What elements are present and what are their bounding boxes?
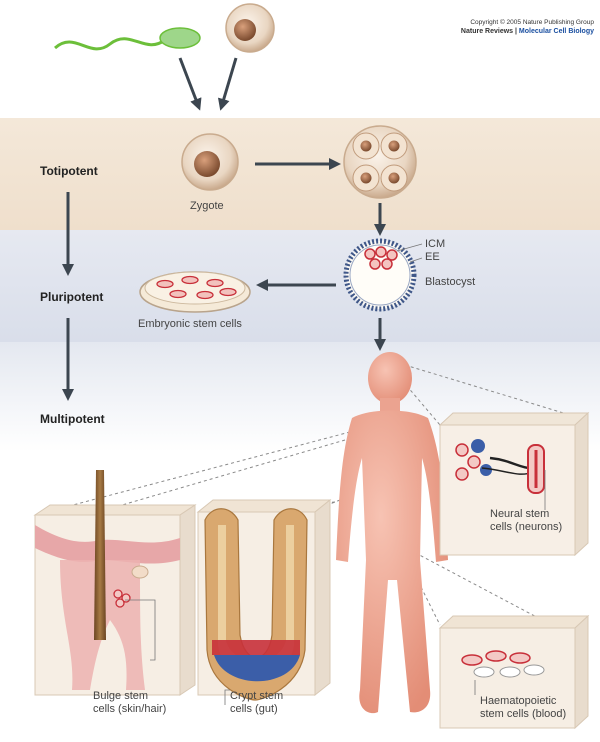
credit-separator: |	[513, 28, 519, 35]
blastocyst-label: Blastocyst	[425, 276, 476, 288]
zygote-label: Zygote	[190, 200, 224, 212]
blood-tissue-box	[438, 614, 590, 730]
gut-crypt-box	[196, 498, 332, 705]
crypt-label-line-2: cells (gut)	[230, 703, 278, 715]
sperm-cell	[53, 27, 201, 51]
publisher-name: Nature Reviews	[460, 28, 514, 35]
haem-label-line-1: Haematopoietic	[480, 695, 557, 707]
journal-credit: Nature Reviews | Molecular Cell Biology	[461, 27, 594, 36]
skin-tissue-box	[33, 470, 197, 696]
bulge-label-line-2: cells (skin/hair)	[93, 703, 167, 715]
pluripotent-label: Pluripotent	[40, 290, 104, 304]
human-body	[336, 352, 448, 714]
copyright-line: Copyright © 2005 Nature Publishing Group	[470, 19, 594, 26]
petri-dish	[139, 271, 251, 313]
bulge-label-line-1: Bulge stem	[93, 690, 149, 702]
blastocyst-cell	[343, 238, 423, 312]
neural-label-line-1: Neural stem	[490, 508, 550, 520]
icm-label: ICM	[425, 238, 446, 250]
egg-cell	[225, 3, 275, 53]
neural-label-line-2: cells (neurons)	[490, 521, 563, 533]
haem-label-line-2: stem cells (blood)	[480, 708, 567, 720]
journal-name: Molecular Cell Biology	[518, 28, 594, 35]
zygote-cell	[181, 133, 239, 191]
egg-to-zygote-arrow	[217, 57, 238, 111]
ee-label: EE	[425, 251, 440, 263]
totipotent-band	[0, 118, 600, 230]
multipotent-label: Multipotent	[40, 412, 105, 426]
embryonic-stem-cells-label: Embryonic stem cells	[138, 318, 242, 330]
crypt-label-line-1: Crypt stem	[230, 690, 284, 702]
copyright-notice: Copyright © 2005 Nature Publishing Group…	[461, 18, 594, 36]
sperm-to-zygote-arrow	[178, 57, 202, 111]
morula-cell	[343, 125, 417, 199]
totipotent-label: Totipotent	[40, 164, 98, 178]
neural-tissue-box	[438, 411, 590, 557]
